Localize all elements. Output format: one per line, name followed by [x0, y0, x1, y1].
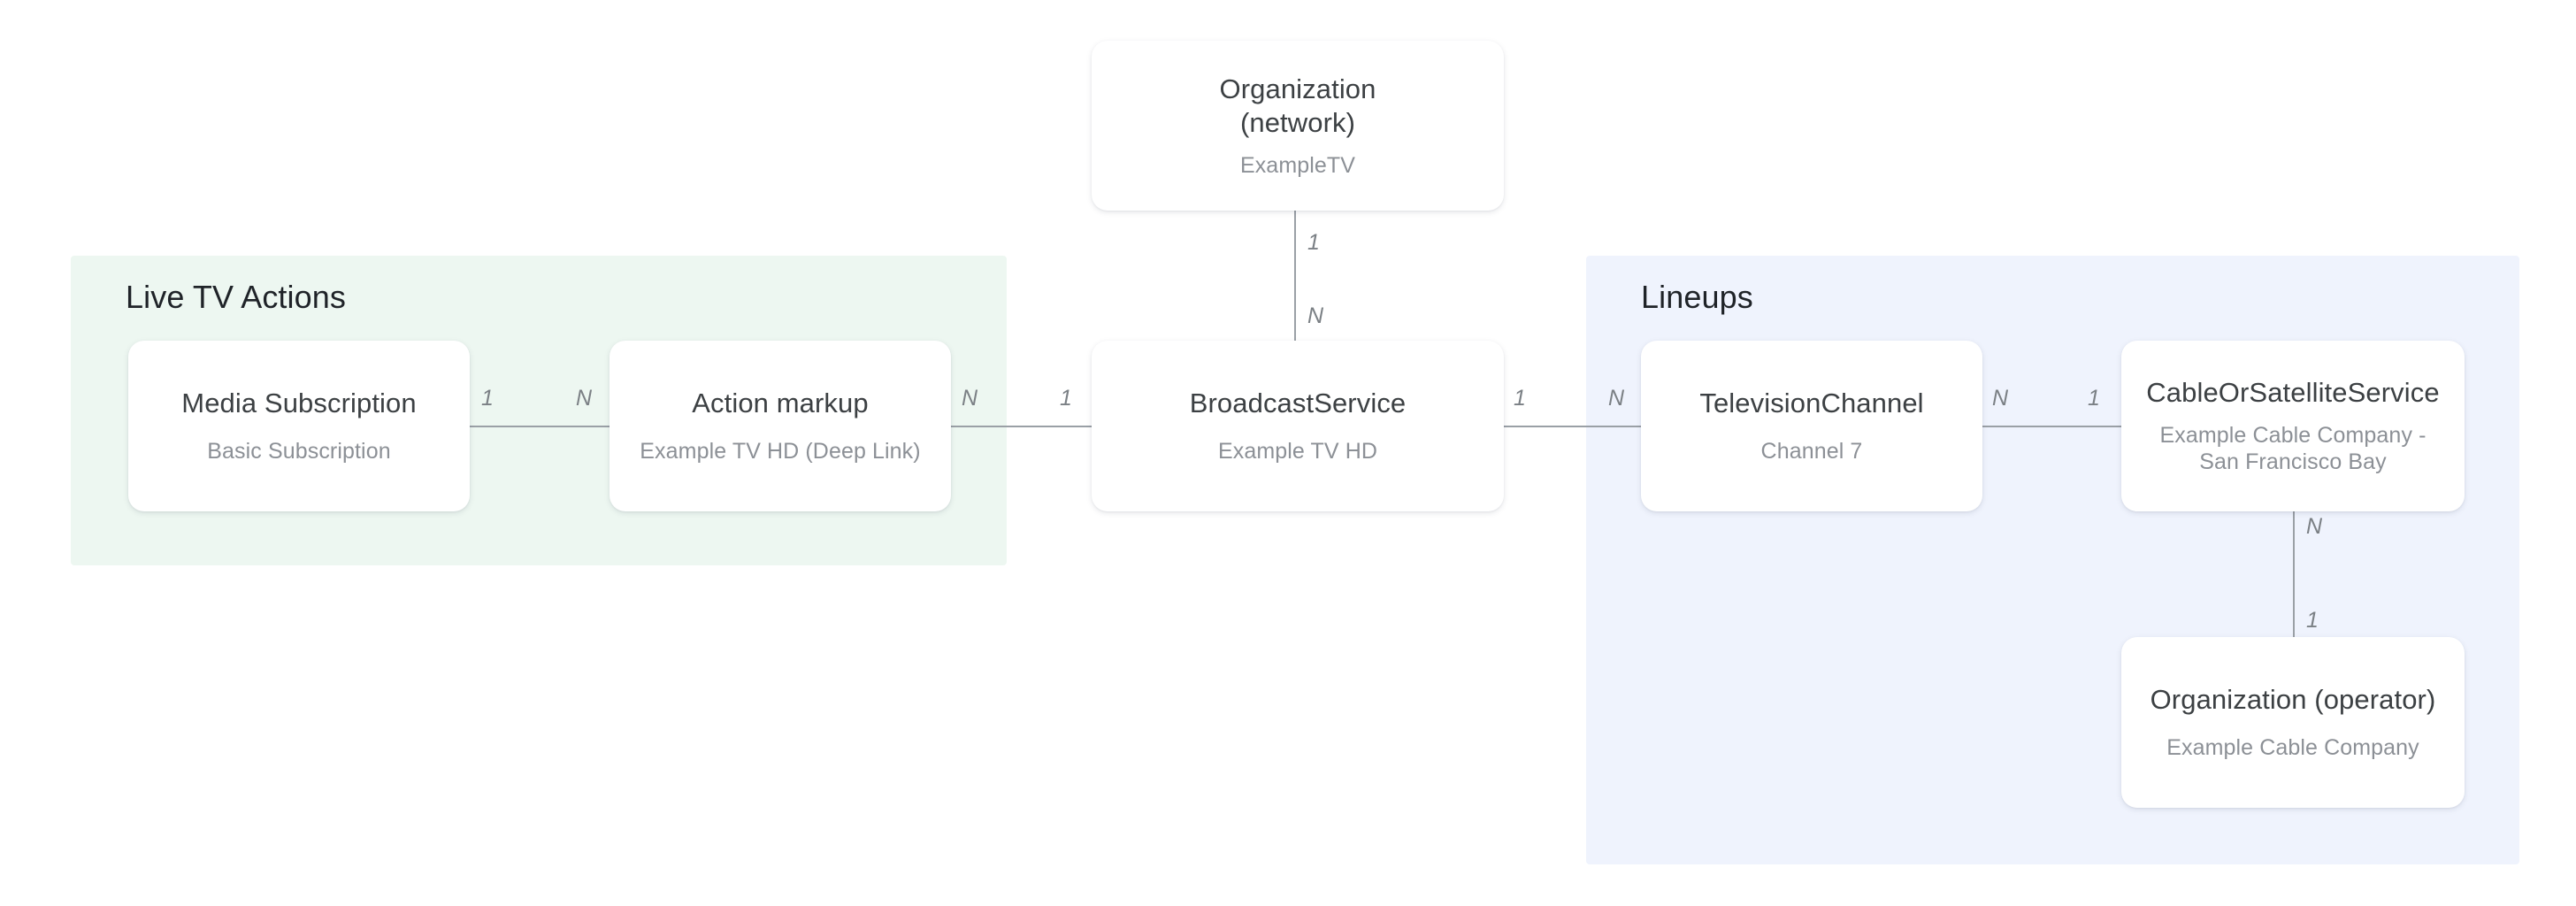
node-television-channel[interactable]: TelevisionChannel Channel 7: [1641, 341, 1982, 511]
node-subtitle: Basic Subscription: [207, 439, 391, 465]
node-subtitle: Example Cable Company -San Francisco Bay: [2159, 422, 2426, 476]
node-cable-or-satellite-service[interactable]: CableOrSatelliteService Example Cable Co…: [2121, 341, 2465, 511]
node-subtitle-line-2: San Francisco Bay: [2199, 449, 2387, 475]
node-media-subscription[interactable]: Media Subscription Basic Subscription: [128, 341, 470, 511]
node-title: TelevisionChannel: [1699, 388, 1924, 419]
cardinality-label-action-markup-target: 1: [1060, 386, 1072, 411]
cardinality-label-broadcast-service-target: N: [1608, 386, 1625, 411]
edge-cable-or-satellite-service-to-organization-operator: [2293, 511, 2295, 637]
node-organization-network[interactable]: Organization(network) ExampleTV: [1092, 41, 1504, 211]
cardinality-label-cable-or-satellite-service-target: 1: [2306, 608, 2319, 633]
cardinality-label-media-subscription-target: N: [576, 386, 593, 411]
edge-action-markup-to-broadcast-service: [951, 426, 1092, 427]
node-subtitle-line-1: Example Cable Company -: [2159, 422, 2426, 448]
edge-broadcast-service-to-television-channel: [1504, 426, 1641, 427]
node-title: Organization (operator): [2150, 684, 2436, 716]
node-organization-operator[interactable]: Organization (operator) Example Cable Co…: [2121, 637, 2465, 808]
node-subtitle: Example Cable Company: [2166, 735, 2419, 761]
cardinality-label-organization-network-source: 1: [1307, 230, 1320, 255]
edge-organization-network-to-broadcast-service: [1294, 211, 1296, 341]
group-title-live-tv-actions: Live TV Actions: [126, 279, 346, 315]
cardinality-label-cable-or-satellite-service-source: N: [2306, 514, 2323, 539]
edge-media-subscription-to-action-markup: [470, 426, 610, 427]
node-title: BroadcastService: [1189, 388, 1407, 419]
node-action-markup[interactable]: Action markup Example TV HD (Deep Link): [610, 341, 951, 511]
edge-television-channel-to-cable-or-satellite-service: [1982, 426, 2121, 427]
cardinality-label-television-channel-target: 1: [2088, 386, 2100, 411]
node-title: Media Subscription: [181, 388, 417, 419]
node-subtitle: Channel 7: [1760, 439, 1863, 465]
node-title: CableOrSatelliteService: [2146, 377, 2440, 409]
group-title-lineups: Lineups: [1641, 279, 1753, 315]
node-title: Action markup: [692, 388, 869, 419]
node-broadcast-service[interactable]: BroadcastService Example TV HD: [1092, 341, 1504, 511]
node-title-line-1: Organization: [1219, 73, 1376, 104]
node-subtitle: ExampleTV: [1239, 152, 1356, 178]
cardinality-label-action-markup-source: N: [962, 386, 978, 411]
node-title: Organization(network): [1220, 73, 1376, 140]
cardinality-label-media-subscription-source: 1: [481, 386, 494, 411]
node-subtitle: Example TV HD (Deep Link): [640, 439, 921, 465]
cardinality-label-television-channel-source: N: [1992, 386, 2009, 411]
node-title-line-2: (network): [1239, 106, 1356, 138]
cardinality-label-organization-network-target: N: [1307, 303, 1324, 328]
cardinality-label-broadcast-service-source: 1: [1514, 386, 1526, 411]
node-subtitle: Example TV HD: [1217, 439, 1378, 465]
